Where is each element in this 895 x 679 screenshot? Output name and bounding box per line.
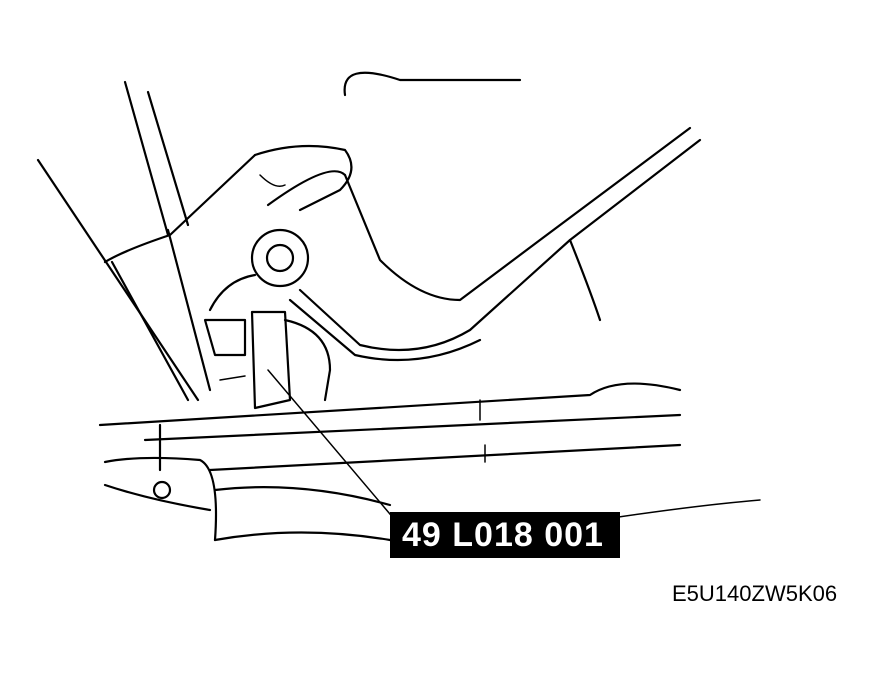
control-arm <box>250 71 702 362</box>
left-strut-rods <box>36 80 257 402</box>
lower-frame <box>98 382 682 542</box>
figure-code: E5U140ZW5K06 <box>672 581 838 606</box>
ball-joint-and-tool <box>203 273 332 410</box>
leader-lines <box>267 369 761 521</box>
special-tool-callout: 49 L018 001 <box>390 512 620 558</box>
